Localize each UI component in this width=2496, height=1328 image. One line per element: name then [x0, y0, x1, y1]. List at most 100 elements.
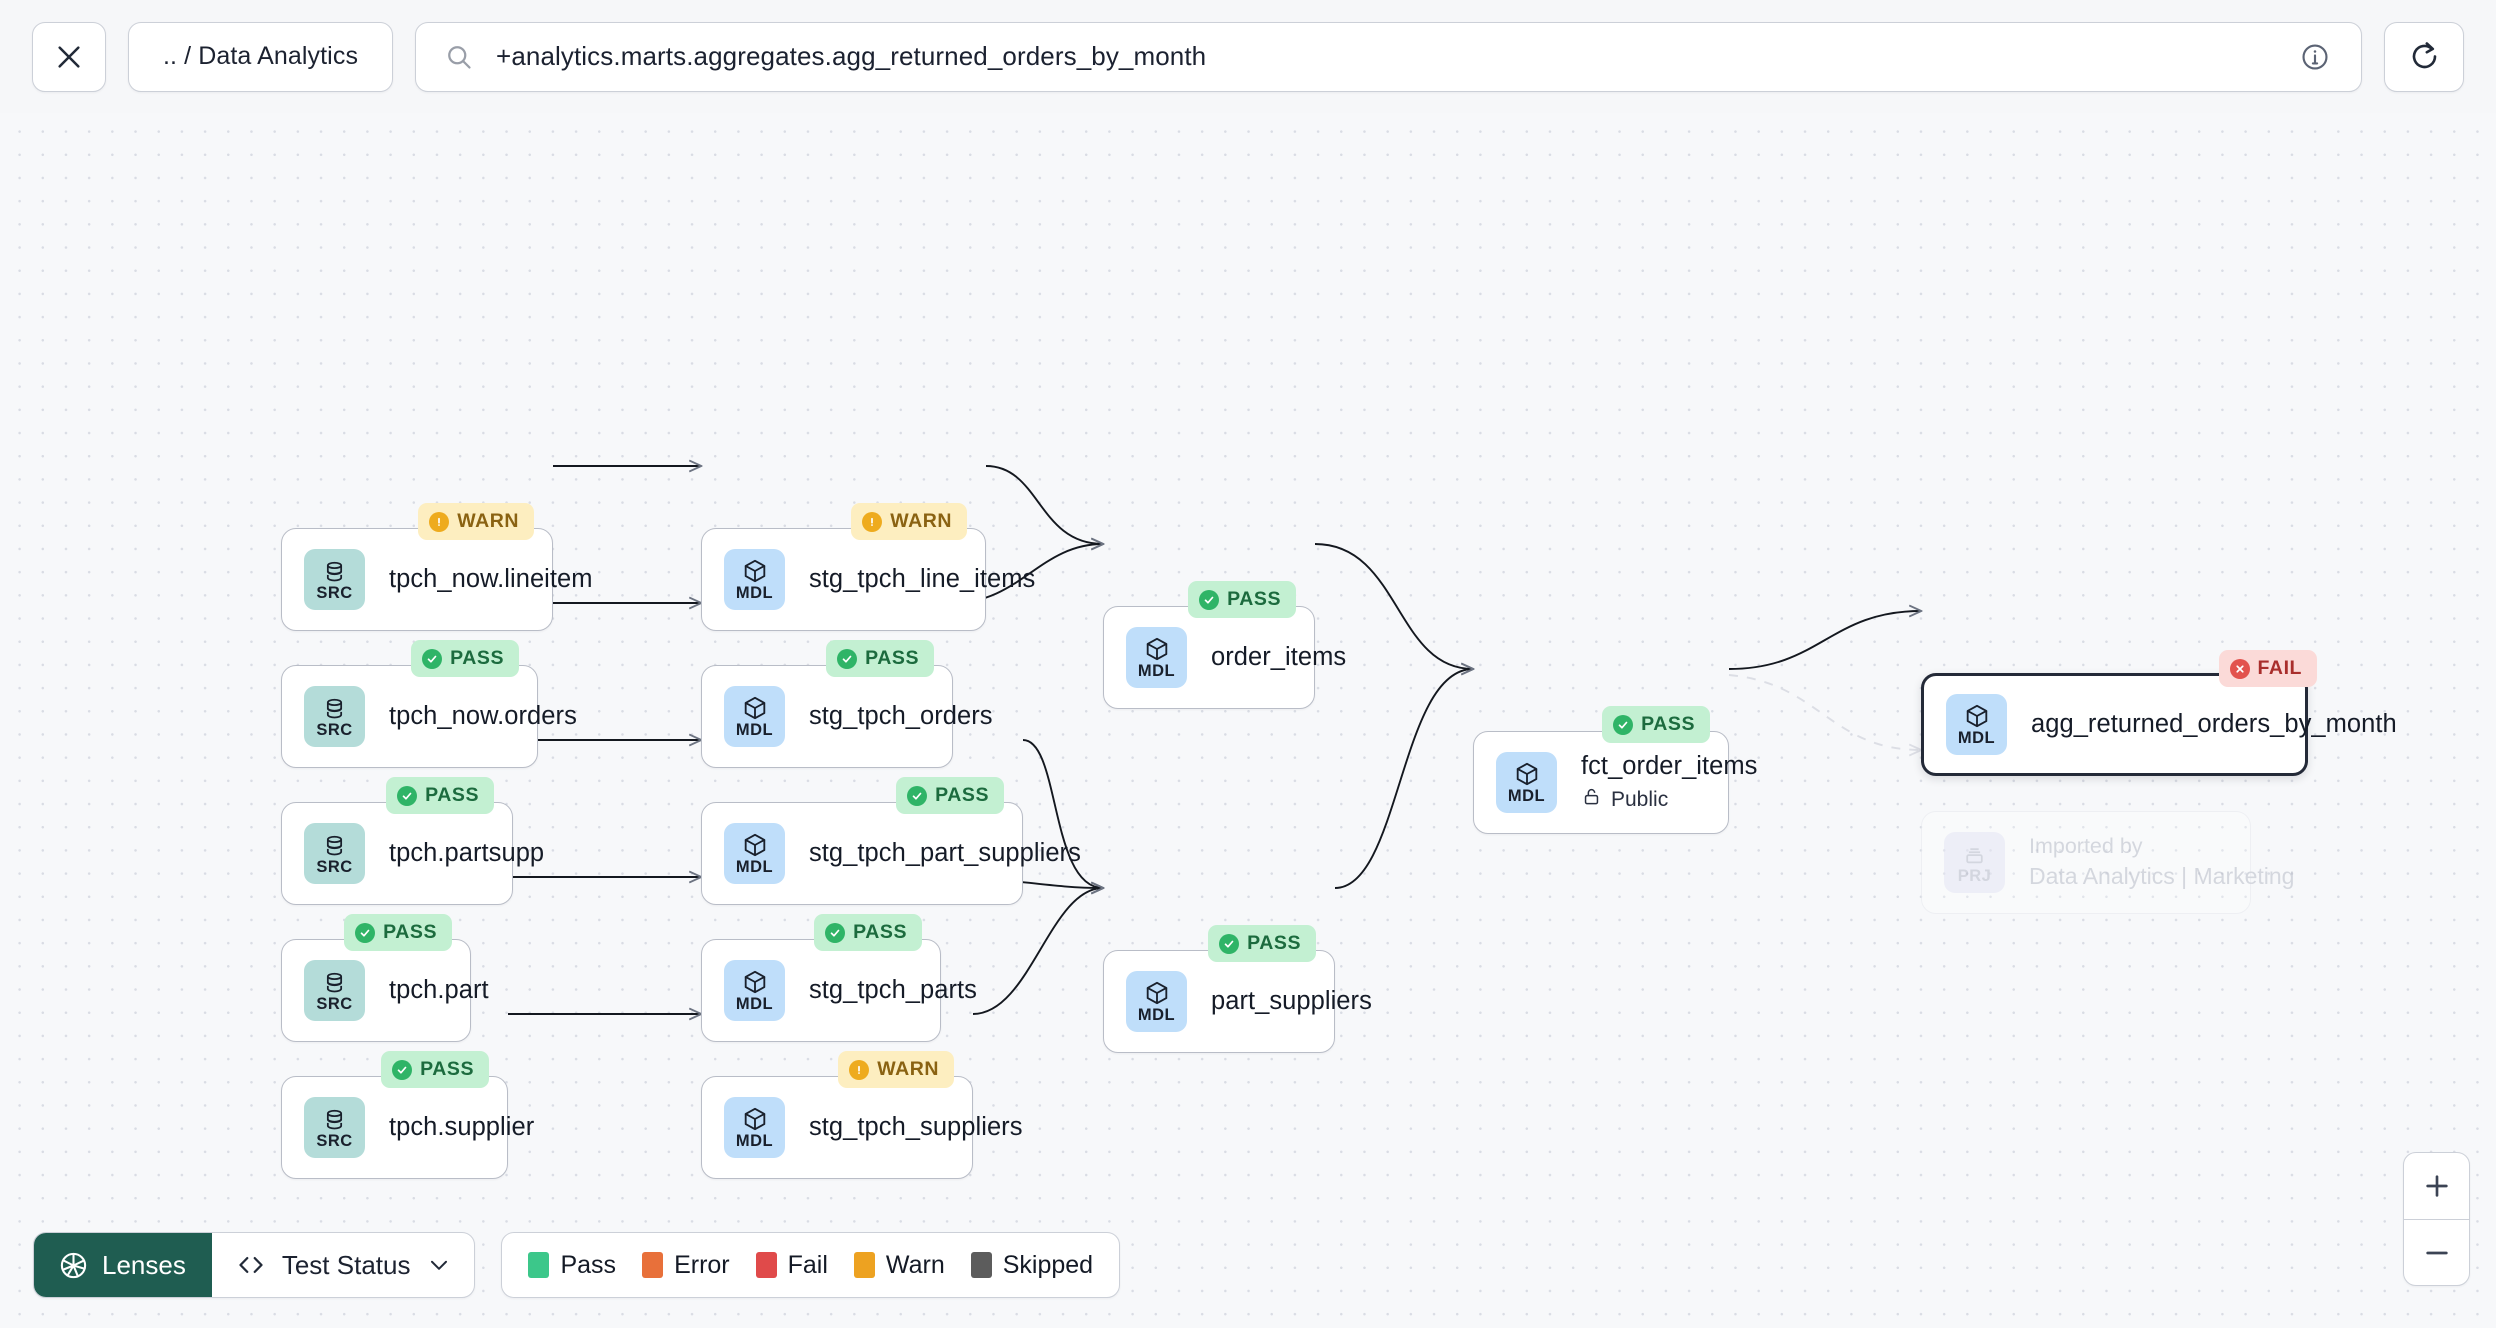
cube-icon [1964, 703, 1990, 729]
database-icon [322, 832, 347, 858]
bottom-toolbar: Lenses Test Status Pass Error Fail Warn Skip… [33, 1232, 1121, 1298]
lenses-control: Lenses Test Status [33, 1232, 476, 1298]
imported-by-node[interactable]: PRJ Imported by Data Analytics | Marketing [1921, 811, 2295, 914]
search-value: +analytics.marts.aggregates.agg_returned… [496, 41, 1207, 71]
status-label: WARN [877, 1058, 939, 1080]
legend-label: Error [674, 1250, 730, 1279]
node-text: stg_tpch_part_suppliers [809, 839, 1081, 868]
imported-by-label: Imported by [2029, 834, 2143, 859]
status-warn-icon [849, 1059, 870, 1080]
cube-icon [1144, 980, 1170, 1006]
legend-swatch [528, 1252, 550, 1278]
status-label: WARN [457, 510, 519, 532]
node-type-label: MDL [735, 1131, 774, 1150]
node-type-label: SRC [316, 857, 353, 876]
unlock-icon [1581, 786, 1602, 813]
node-type-label: MDL [1957, 728, 1996, 747]
node-type-badge: SRC [304, 549, 365, 610]
node-type-badge: MDL [1496, 752, 1557, 813]
node-title: tpch_now.lineitem [389, 565, 593, 593]
status-fail-icon [2229, 658, 2250, 679]
top-toolbar: .. / Data Analytics +analytics.marts.agg… [0, 0, 2496, 113]
lineage-node-stg_tpch_suppliers[interactable]: WARN MDL stg_tpch_suppliers [701, 1051, 1023, 1179]
status-pass-icon [907, 785, 928, 806]
node-text: tpch.part [389, 976, 489, 1005]
status-label: PASS [383, 921, 437, 943]
node-subtitle: Public [1581, 786, 1702, 813]
refresh-button[interactable] [2384, 21, 2464, 92]
node-type-badge: SRC [304, 1097, 365, 1158]
node-type-badge: SRC [304, 686, 365, 747]
status-pass-icon [1219, 933, 1240, 954]
minus-icon [2421, 1237, 2453, 1269]
status-badge: PASS [386, 777, 494, 814]
node-title: stg_tpch_parts [809, 976, 977, 1004]
legend-item-pass[interactable]: Pass [528, 1251, 616, 1280]
zoom-in-button[interactable] [2404, 1153, 2469, 1219]
imported-by-project: Data Analytics | Marketing [2029, 863, 2295, 890]
close-button[interactable] [32, 21, 106, 92]
legend-swatch [853, 1252, 875, 1278]
node-type-badge: SRC [304, 960, 365, 1021]
legend-swatch [755, 1252, 777, 1278]
status-badge: PASS [826, 640, 934, 677]
node-text: stg_tpch_orders [809, 702, 993, 731]
test-status-dropdown[interactable]: Test Status [212, 1233, 475, 1297]
node-text: stg_tpch_line_items [809, 565, 1035, 594]
search-input[interactable]: +analytics.marts.aggregates.agg_returned… [415, 21, 2362, 92]
node-text: tpch_now.orders [389, 702, 577, 731]
node-title: stg_tpch_part_suppliers [809, 839, 1081, 867]
legend-item-warn[interactable]: Warn [853, 1250, 945, 1280]
database-icon [322, 1106, 347, 1132]
node-type-label: SRC [316, 720, 353, 739]
node-type-label: PRJ [1957, 866, 1992, 885]
node-type-label: MDL [735, 583, 774, 602]
node-type-label: MDL [1137, 1005, 1176, 1024]
breadcrumb[interactable]: .. / Data Analytics [128, 21, 394, 92]
node-text: Imported by Data Analytics | Marketing [2029, 832, 2295, 892]
node-text: stg_tpch_parts [809, 976, 977, 1005]
node-text: order_items [1211, 643, 1346, 672]
project-icon [1962, 841, 1987, 867]
status-label: PASS [425, 784, 479, 806]
legend-item-fail[interactable]: Fail [755, 1250, 828, 1280]
lineage-node-tpch_now_lineitem[interactable]: WARN SRC tpch_now.lineitem [281, 503, 593, 631]
database-icon [322, 969, 347, 995]
status-badge: PASS [411, 640, 519, 677]
status-pass-icon [1613, 714, 1634, 735]
zoom-out-button[interactable] [2404, 1219, 2469, 1285]
status-badge: PASS [1602, 706, 1710, 743]
node-type-label: SRC [316, 994, 353, 1013]
lineage-node-tpch_now_orders[interactable]: PASS SRC tpch_now.orders [281, 640, 577, 768]
node-text: tpch_now.lineitem [389, 565, 593, 594]
status-label: PASS [935, 784, 989, 806]
zoom-controls [2403, 1152, 2470, 1286]
legend-item-skipped[interactable]: Skipped [970, 1251, 1093, 1280]
status-label: PASS [1247, 932, 1301, 954]
legend-label: Warn [885, 1250, 945, 1279]
lineage-node-tpch_part[interactable]: PASS SRC tpch.part [281, 914, 489, 1042]
info-icon[interactable] [2299, 41, 2331, 73]
cube-icon [742, 558, 768, 584]
legend-label: Fail [787, 1250, 828, 1279]
node-title: stg_tpch_suppliers [809, 1113, 1023, 1141]
legend-item-error[interactable]: Error [642, 1251, 730, 1280]
status-pass-icon [1199, 589, 1220, 610]
node-title: agg_returned_orders_by_month [2031, 710, 2397, 738]
status-legend: Pass Error Fail Warn Skipped [501, 1232, 1121, 1298]
status-badge: PASS [344, 914, 452, 951]
lenses-button[interactable]: Lenses [34, 1233, 212, 1297]
status-label: PASS [420, 1058, 474, 1080]
